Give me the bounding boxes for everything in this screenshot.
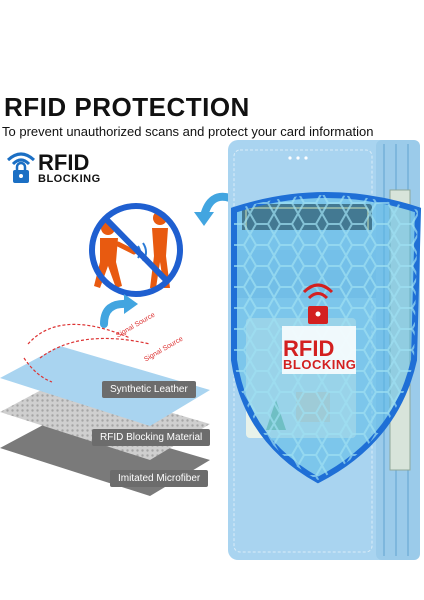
layer-label-leather: Synthetic Leather — [102, 381, 196, 398]
layer-label-microfiber: Imitated Microfiber — [110, 470, 209, 487]
page-title: RFID PROTECTION — [4, 92, 250, 122]
page-subtitle: To prevent unauthorized scans and protec… — [2, 124, 374, 139]
curved-arrow-icon — [194, 192, 234, 226]
badge-subtitle: BLOCKING — [38, 173, 101, 185]
shield-subtitle: BLOCKING — [283, 357, 357, 372]
curved-arrow-icon-2 — [100, 294, 138, 328]
no-scanning-icon — [89, 203, 183, 297]
layer-label-rfid: RFID Blocking Material — [92, 429, 211, 446]
rfid-lock-icon — [6, 152, 36, 183]
wallet-case-illustration — [228, 140, 422, 560]
badge-title: RFID — [38, 150, 90, 175]
shield-title: RFID — [283, 336, 335, 361]
